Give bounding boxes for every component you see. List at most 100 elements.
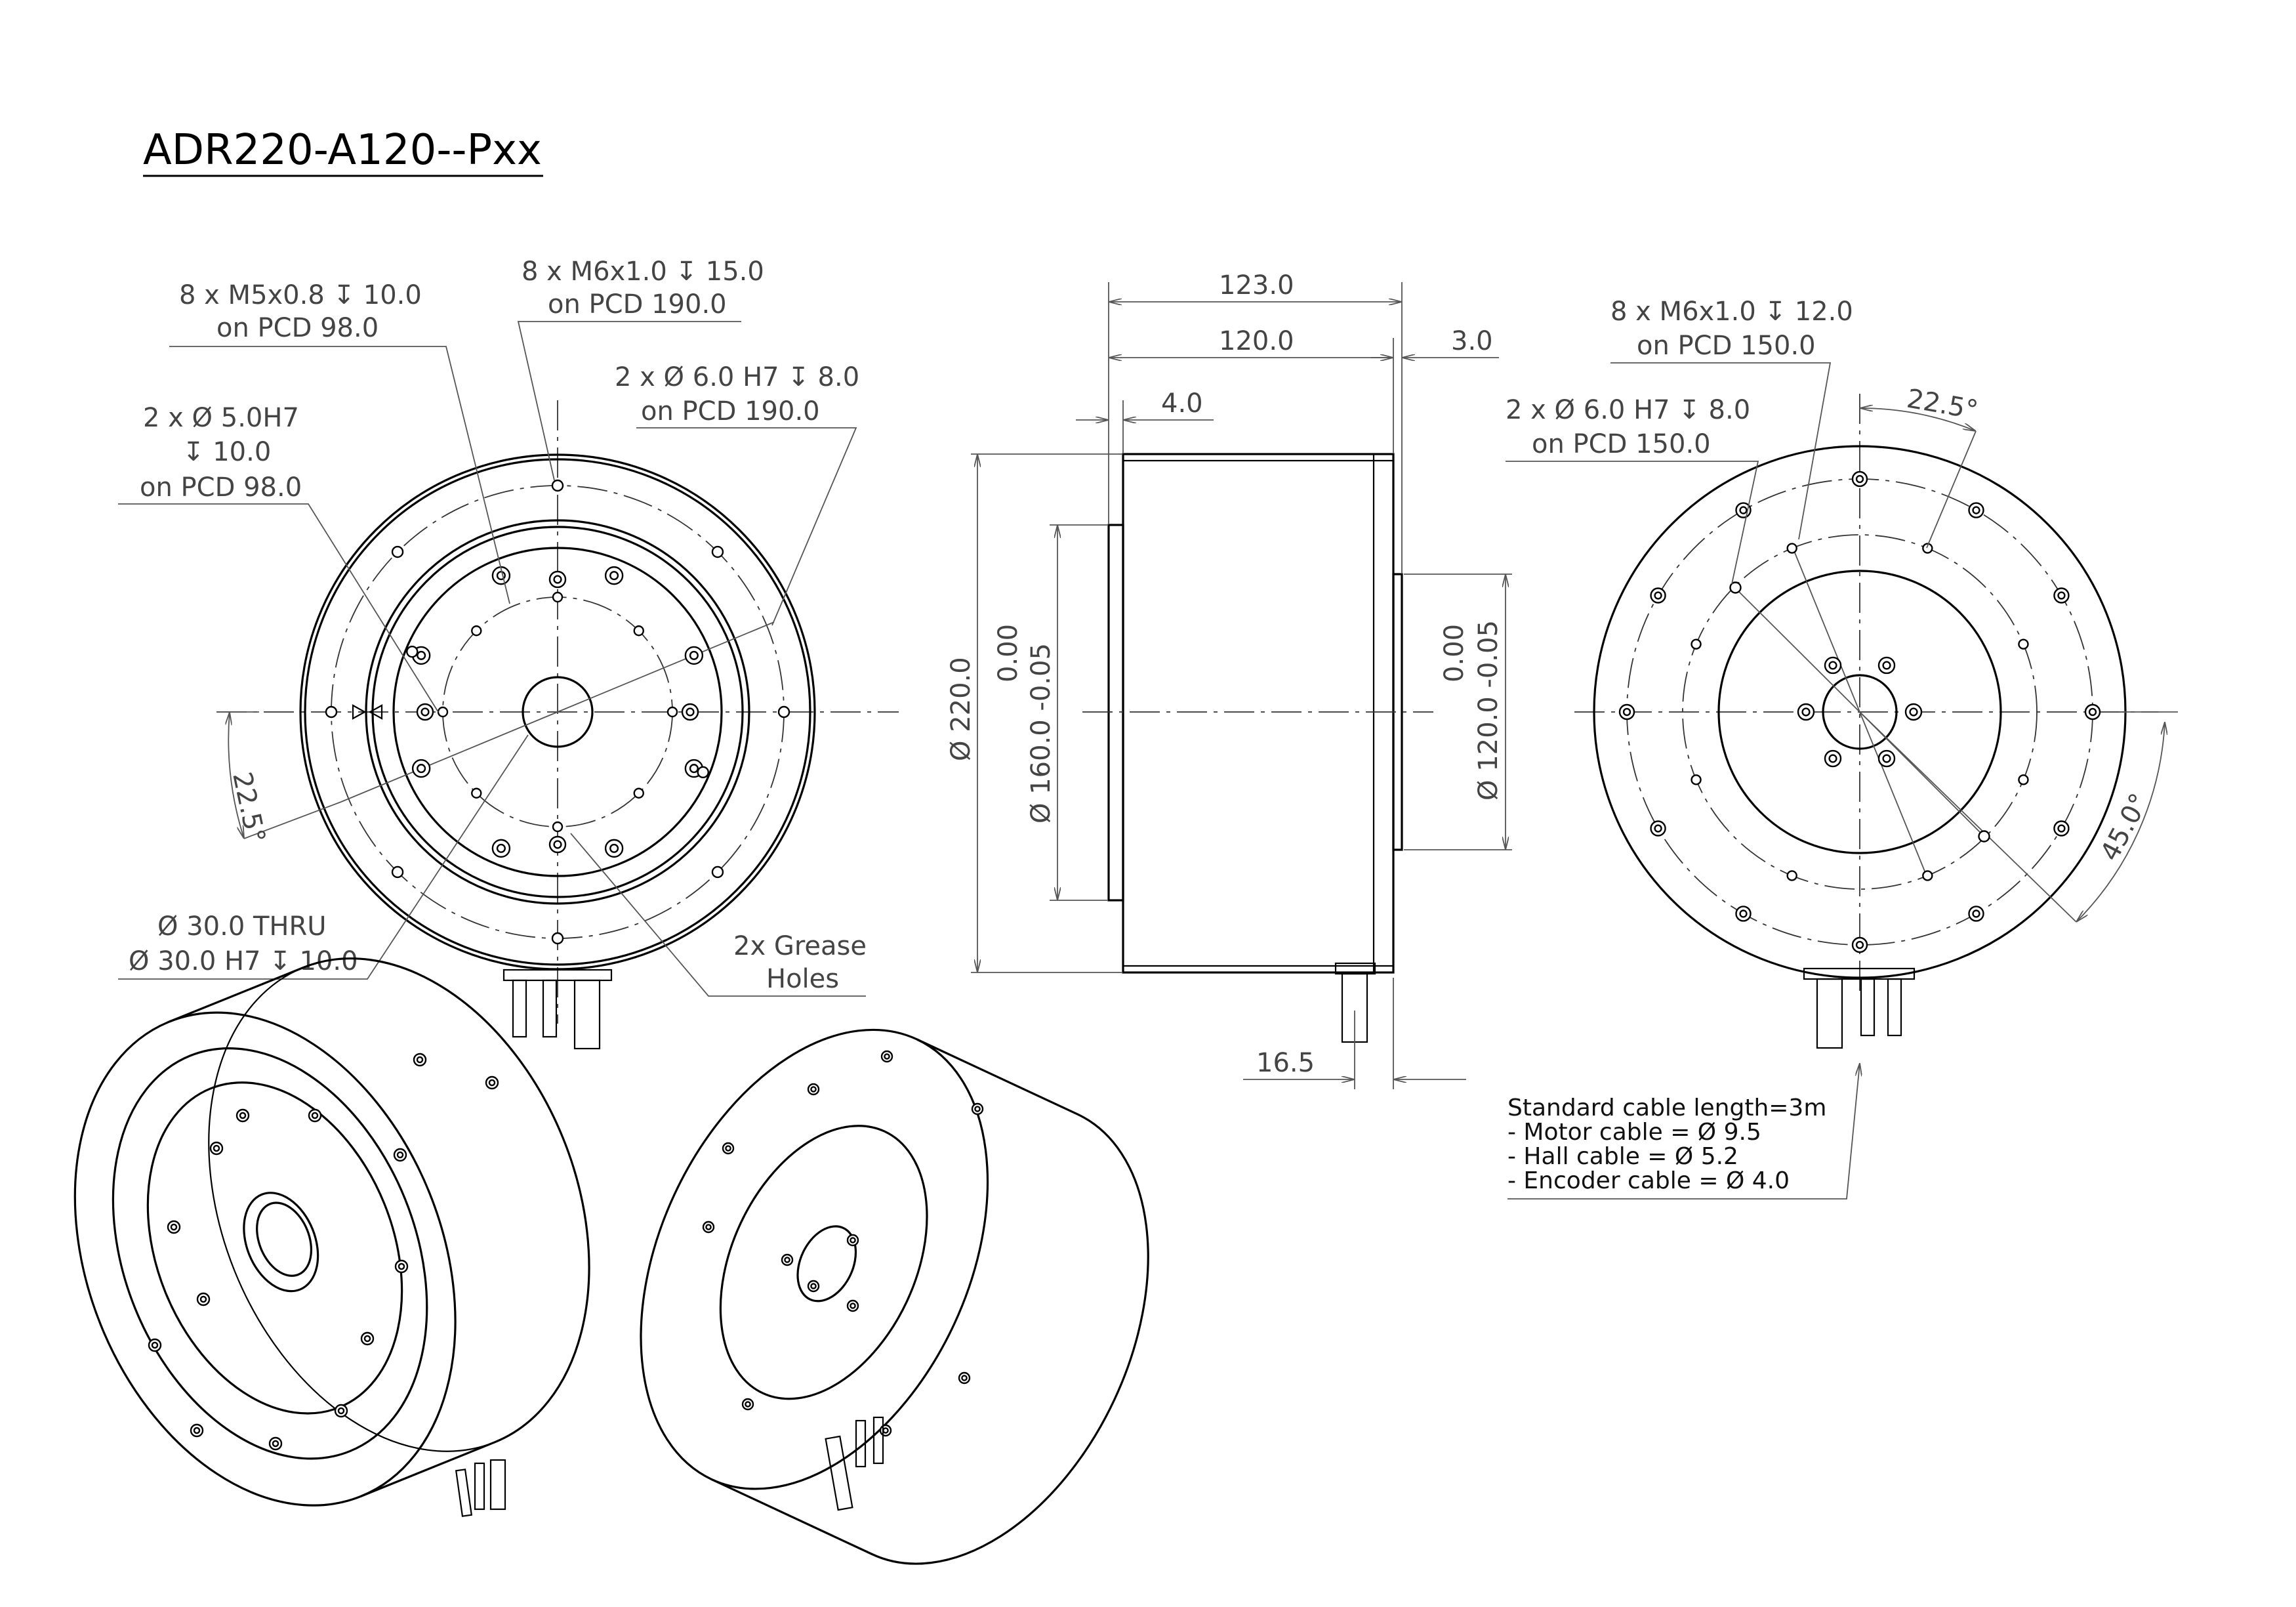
front-mid-hole-inner bbox=[689, 764, 699, 774]
front-bore-callout: Ø 30.0 THRU Ø 30.0 H7 ↧ 10.0 bbox=[118, 734, 529, 980]
rear-outer-hole-inner bbox=[1739, 909, 1748, 918]
rear-angle-dims: 22.5° 45.0° bbox=[1860, 384, 2178, 922]
rear-pcd150-hole bbox=[1922, 543, 1933, 554]
front-grease-callout: 2x Grease Holes bbox=[570, 833, 867, 997]
front-inner-hole-inner bbox=[553, 840, 562, 849]
rear-outer-hole-inner bbox=[1972, 909, 1980, 918]
isometric-holes bbox=[148, 1050, 984, 1451]
rear-outer-hole-inner bbox=[2057, 591, 2066, 600]
side-view bbox=[1082, 453, 1433, 1043]
front-mid-hole-inner bbox=[609, 843, 619, 853]
iso-rear-hole-inner bbox=[974, 1106, 981, 1112]
svg-text:on PCD 190.0: on PCD 190.0 bbox=[548, 289, 727, 320]
front-outer-hole bbox=[777, 705, 790, 719]
rear-pcd150-hole bbox=[2018, 638, 2029, 650]
svg-text:8 x M6x1.0 ↧ 12.0: 8 x M6x1.0 ↧ 12.0 bbox=[1610, 297, 1853, 327]
svg-text:Ø 30.0 THRU: Ø 30.0 THRU bbox=[157, 911, 327, 942]
iso-front-hole-inner bbox=[416, 1056, 424, 1064]
svg-text:8 x M6x1.0 ↧ 15.0: 8 x M6x1.0 ↧ 15.0 bbox=[522, 257, 764, 287]
front-callout-pin98: 2 x Ø 5.0H7 ↧ 10.0 on PCD 98.0 bbox=[118, 403, 439, 713]
front-outer-hole bbox=[391, 866, 404, 879]
svg-text:120.0: 120.0 bbox=[1219, 326, 1294, 356]
iso-rear-hole-inner bbox=[810, 1283, 817, 1289]
iso-rear-hole-inner bbox=[961, 1375, 968, 1381]
svg-text:on PCD 150.0: on PCD 150.0 bbox=[1532, 429, 1711, 459]
iso-front-hole-inner bbox=[239, 1112, 247, 1119]
rear-inner-hole-inner bbox=[1828, 661, 1837, 670]
iso-front-hole-inner bbox=[213, 1144, 220, 1152]
iso-rear-hole-inner bbox=[705, 1224, 712, 1230]
rear-inner-hole-inner bbox=[1882, 754, 1891, 763]
iso-rear-hole-inner bbox=[884, 1053, 890, 1060]
iso-rear-hole-inner bbox=[784, 1257, 790, 1263]
iso-front-hole-inner bbox=[199, 1295, 207, 1303]
isometric-front bbox=[73, 957, 590, 1507]
front-pcd98-hole bbox=[437, 706, 449, 718]
front-outer-hole bbox=[391, 545, 404, 558]
rear-outer-hole-inner bbox=[2057, 824, 2066, 833]
rear-inner-hole-inner bbox=[1801, 707, 1811, 717]
front-pcd98-hole bbox=[633, 625, 644, 637]
front-inner-hole-inner bbox=[686, 707, 695, 717]
front-view bbox=[216, 400, 899, 1050]
svg-text:22.5°: 22.5° bbox=[1904, 384, 1980, 426]
rear-outer-hole-inner bbox=[1654, 591, 1662, 600]
svg-text:4.0: 4.0 bbox=[1161, 388, 1203, 419]
svg-text:on PCD 98.0: on PCD 98.0 bbox=[140, 472, 302, 503]
svg-text:0.00: 0.00 bbox=[993, 624, 1023, 682]
front-pcd98-hole bbox=[471, 625, 482, 637]
cable-note: Standard cable length=3m - Motor cable =… bbox=[1507, 1063, 1860, 1200]
svg-text:on PCD 98.0: on PCD 98.0 bbox=[216, 313, 379, 343]
rear-inner-hole-inner bbox=[1828, 754, 1837, 763]
svg-text:2 x Ø 5.0H7: 2 x Ø 5.0H7 bbox=[143, 403, 299, 433]
iso-rear-hole-inner bbox=[850, 1303, 856, 1309]
iso-cables bbox=[455, 1416, 884, 1517]
iso-rear-hole-inner bbox=[725, 1145, 731, 1152]
rear-inner-hole-inner bbox=[1909, 707, 1918, 717]
iso-rear-hole-inner bbox=[882, 1427, 889, 1434]
title-text: ADR220-A120--Pxx bbox=[143, 126, 542, 175]
front-pcd98-hole bbox=[666, 706, 678, 718]
front-pcd98-hole bbox=[633, 787, 644, 799]
front-outer-hole bbox=[325, 705, 338, 719]
rear-outer-hole-inner bbox=[2088, 707, 2097, 717]
front-outer-hole bbox=[551, 932, 564, 945]
svg-text:Ø 160.0 -0.05: Ø 160.0 -0.05 bbox=[1026, 643, 1056, 824]
svg-text:- Motor cable = Ø 9.5: - Motor cable = Ø 9.5 bbox=[1507, 1119, 1761, 1146]
front-angle-dim: 22.5° bbox=[216, 711, 342, 846]
rear-callout-pin: 2 x Ø 6.0 H7 ↧ 8.0 on PCD 150.0 bbox=[1506, 395, 1759, 585]
svg-text:3.0: 3.0 bbox=[1451, 326, 1493, 356]
front-mid-hole-inner bbox=[689, 650, 699, 660]
rear-pcd150-hole bbox=[1786, 543, 1797, 554]
rear-pcd150-hole bbox=[2018, 774, 2029, 785]
svg-text:- Hall cable = Ø 5.2: - Hall cable = Ø 5.2 bbox=[1507, 1143, 1738, 1170]
svg-text:2 x Ø 6.0 H7 ↧ 8.0: 2 x Ø 6.0 H7 ↧ 8.0 bbox=[615, 362, 859, 392]
front-pcd98-hole bbox=[552, 821, 564, 833]
svg-text:on PCD 190.0: on PCD 190.0 bbox=[641, 396, 820, 427]
rear-inner-hole-inner bbox=[1882, 661, 1891, 670]
rear-outer-hole-inner bbox=[1739, 506, 1748, 514]
front-cable-exit bbox=[502, 969, 613, 1050]
rear-callout-m6: 8 x M6x1.0 ↧ 12.0 on PCD 150.0 bbox=[1610, 297, 1853, 540]
iso-rear-hole-inner bbox=[850, 1237, 856, 1243]
front-mid-hole-inner bbox=[417, 764, 426, 774]
front-callout-pin190: 2 x Ø 6.0 H7 ↧ 8.0 on PCD 190.0 bbox=[615, 362, 859, 626]
svg-text:2 x Ø 6.0 H7 ↧ 8.0: 2 x Ø 6.0 H7 ↧ 8.0 bbox=[1506, 395, 1750, 425]
front-outer-hole bbox=[711, 545, 724, 558]
front-pin-hole bbox=[697, 766, 709, 779]
front-holes bbox=[325, 479, 790, 945]
iso-front-hole-inner bbox=[151, 1341, 159, 1349]
iso-front-hole-inner bbox=[170, 1223, 178, 1231]
iso-rear-hole-inner bbox=[810, 1086, 817, 1093]
svg-text:↧ 10.0: ↧ 10.0 bbox=[182, 437, 271, 467]
front-inner-hole-inner bbox=[420, 707, 430, 717]
rear-view bbox=[1574, 394, 2158, 1049]
svg-text:Ø 220.0: Ø 220.0 bbox=[946, 657, 976, 761]
iso-front-hole-inner bbox=[272, 1440, 279, 1448]
rear-holes bbox=[1618, 470, 2101, 953]
svg-text:123.0: 123.0 bbox=[1219, 270, 1294, 301]
iso-front-hole-inner bbox=[337, 1407, 345, 1415]
front-mid-hole-inner bbox=[609, 571, 619, 581]
svg-text:16.5: 16.5 bbox=[1256, 1048, 1315, 1078]
